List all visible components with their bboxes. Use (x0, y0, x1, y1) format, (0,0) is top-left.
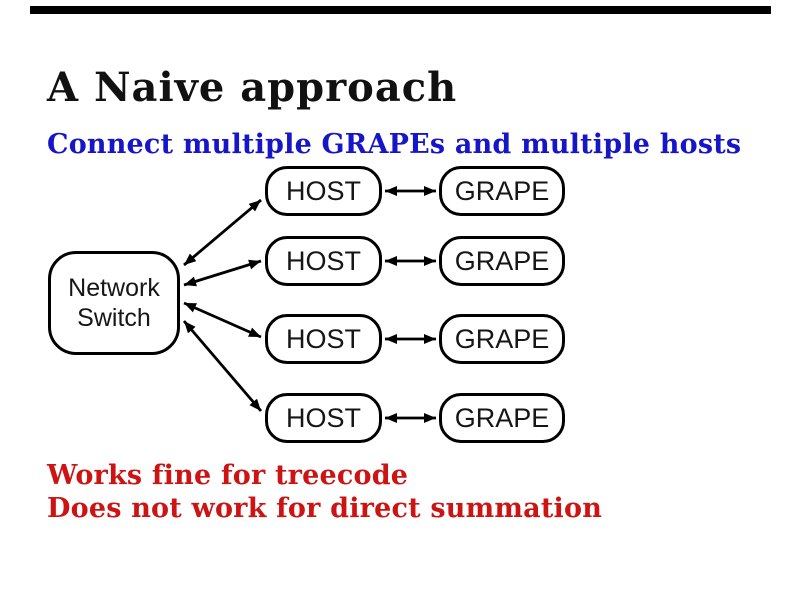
grape-box-3: GRAPE (439, 314, 565, 364)
host-box-3: HOST (265, 314, 382, 364)
host-box-4: HOST (265, 393, 382, 443)
slide-subtitle: Connect multiple GRAPEs and multiple hos… (47, 129, 742, 160)
arrow-switch-host-2 (183, 259, 262, 287)
slide-title: A Naive approach (47, 64, 458, 111)
grape-box-4-label: GRAPE (454, 402, 550, 433)
grape-box-2-label: GRAPE (454, 245, 550, 276)
host-box-4-label: HOST (285, 402, 361, 433)
host-box-2: HOST (265, 236, 382, 286)
grape-box-2: GRAPE (439, 236, 565, 286)
host-box-2-label: HOST (285, 245, 361, 276)
network-switch-label-line2: Switch (77, 304, 151, 332)
host-box-1: HOST (265, 166, 382, 216)
footer-note: Works fine for treecode Does not work fo… (47, 459, 602, 525)
footer-line-2: Does not work for direct summation (47, 493, 603, 524)
arrow-switch-host-1 (183, 198, 262, 267)
network-switch-box: Network Switch (48, 251, 180, 355)
grape-box-1: GRAPE (439, 166, 565, 216)
top-rule (30, 6, 771, 14)
arrow-switch-host-3 (183, 301, 262, 339)
grape-box-1-label: GRAPE (454, 175, 550, 206)
network-switch-label-line1: Network (68, 273, 160, 302)
host-box-1-label: HOST (285, 175, 361, 206)
footer-line-1: Works fine for treecode (47, 460, 409, 491)
grape-box-4: GRAPE (439, 393, 565, 443)
grape-box-3-label: GRAPE (454, 323, 550, 354)
host-box-3-label: HOST (285, 323, 361, 354)
arrow-switch-host-4 (182, 320, 263, 412)
